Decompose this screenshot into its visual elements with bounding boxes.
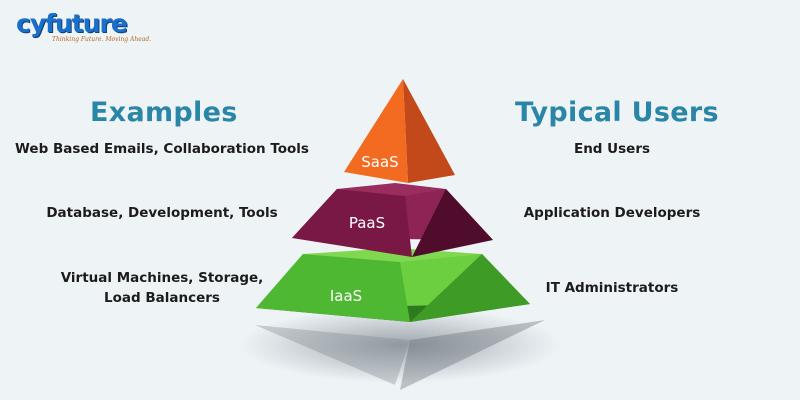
cyfuture-logo: cyfuture Thinking Future. Moving Ahead. xyxy=(16,9,152,44)
saas-examples: Web Based Emails, Collaboration Tools xyxy=(15,141,309,157)
logo-tagline: Thinking Future. Moving Ahead. xyxy=(52,36,152,43)
pyramid-shadow xyxy=(240,307,560,390)
examples-heading: Examples xyxy=(90,97,238,128)
logo-wordmark: cyfuture xyxy=(16,9,128,38)
iaas-label: IaaS xyxy=(330,287,362,305)
paas-layer xyxy=(292,183,493,257)
iaas-layer xyxy=(256,248,530,322)
typical-users-heading: Typical Users xyxy=(515,97,719,128)
iaas-examples-line2: Load Balancers xyxy=(104,290,220,306)
paas-users: Application Developers xyxy=(523,205,701,221)
paas-examples: Database, Development, Tools xyxy=(46,205,278,221)
iaas-examples-line1: Virtual Machines, Storage, xyxy=(60,270,264,286)
saas-layer xyxy=(344,79,455,183)
saas-users: End Users xyxy=(573,141,651,157)
paas-label: PaaS xyxy=(349,214,385,232)
iaas-users: IT Administrators xyxy=(545,280,679,296)
saas-label: SaaS xyxy=(361,153,398,171)
